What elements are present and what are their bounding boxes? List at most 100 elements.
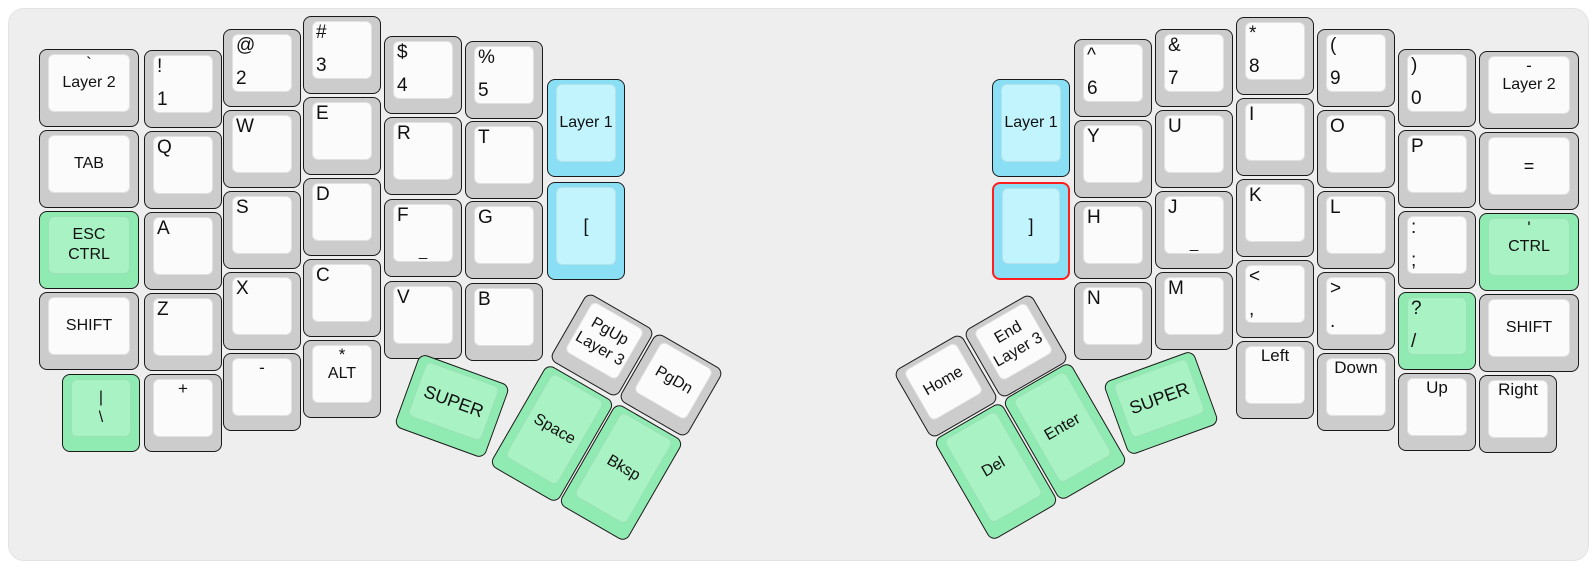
key-layer1-right[interactable]: Layer 1 bbox=[992, 79, 1070, 177]
key-left[interactable]: Left bbox=[1236, 341, 1314, 419]
key-x[interactable]: X bbox=[223, 272, 301, 350]
key-label-v-tl: V bbox=[397, 287, 410, 308]
key-label-left-tc: Left bbox=[1260, 346, 1290, 365]
key-rparen-0[interactable]: )0 bbox=[1398, 49, 1476, 127]
key-l[interactable]: L bbox=[1317, 191, 1395, 269]
keycap-top bbox=[1326, 34, 1386, 92]
key-r[interactable]: R bbox=[384, 117, 462, 195]
keycap-top bbox=[153, 298, 213, 356]
key-label-star-alt-tc: * bbox=[338, 345, 346, 364]
key-p[interactable]: P bbox=[1398, 130, 1476, 208]
keycap-top bbox=[1245, 265, 1305, 323]
key-label-amp-7-tl: & bbox=[1168, 35, 1181, 56]
key-dollar-4[interactable]: $4 bbox=[384, 36, 462, 114]
key-label-super-left-cl: SUPER bbox=[421, 381, 487, 422]
keycap-top bbox=[153, 379, 213, 437]
keycap-top bbox=[1488, 137, 1570, 195]
key-y[interactable]: Y bbox=[1074, 120, 1152, 198]
key-down[interactable]: Down bbox=[1317, 353, 1395, 431]
key-grave-layer2[interactable]: `Layer 2 bbox=[39, 49, 139, 127]
keycap-top bbox=[1407, 297, 1467, 355]
key-j[interactable]: J_ bbox=[1155, 191, 1233, 269]
key-equals[interactable]: = bbox=[1479, 132, 1579, 210]
key-u[interactable]: U bbox=[1155, 110, 1233, 188]
key-lbracket[interactable]: [ bbox=[547, 182, 625, 280]
key-label-c-tl: C bbox=[316, 265, 330, 286]
key-caret-6[interactable]: ^6 bbox=[1074, 39, 1152, 117]
key-label-hash-3-tl: # bbox=[316, 22, 327, 43]
key-at-2[interactable]: @2 bbox=[223, 29, 301, 107]
key-label-o-tl: O bbox=[1330, 116, 1345, 137]
key-colon-semicolon[interactable]: :; bbox=[1398, 211, 1476, 289]
keycap-top bbox=[48, 216, 130, 274]
key-label-h-tl: H bbox=[1087, 207, 1101, 228]
key-z[interactable]: Z bbox=[144, 293, 222, 371]
key-label-esc-ctrl-c: ESC CTRL bbox=[68, 226, 110, 263]
key-tab[interactable]: TAB bbox=[39, 130, 139, 208]
key-h[interactable]: H bbox=[1074, 201, 1152, 279]
key-label-z-tl: Z bbox=[157, 299, 169, 320]
key-d[interactable]: D bbox=[303, 178, 381, 256]
key-super-left[interactable]: SUPER bbox=[393, 352, 511, 460]
key-exclam-1[interactable]: !1 bbox=[144, 50, 222, 128]
keycap-top bbox=[1245, 103, 1305, 161]
key-star-8[interactable]: *8 bbox=[1236, 17, 1314, 95]
key-b[interactable]: B bbox=[465, 283, 543, 361]
keycap-top bbox=[556, 187, 616, 265]
key-label-d-tl: D bbox=[316, 184, 330, 205]
key-lparen-9[interactable]: (9 bbox=[1317, 29, 1395, 107]
key-m[interactable]: M bbox=[1155, 272, 1233, 350]
key-shift-left[interactable]: SHIFT bbox=[39, 292, 139, 370]
key-gt-period[interactable]: >. bbox=[1317, 272, 1395, 350]
key-a[interactable]: A bbox=[144, 212, 222, 290]
key-label-pgup-layer3-c: PgUp Layer 3 bbox=[572, 314, 632, 370]
key-i[interactable]: I bbox=[1236, 98, 1314, 176]
key-label-super-right-cl: SUPER bbox=[1126, 378, 1192, 419]
key-amp-7[interactable]: &7 bbox=[1155, 29, 1233, 107]
key-pipe-backslash[interactable]: | \ bbox=[62, 374, 140, 452]
key-c[interactable]: C bbox=[303, 259, 381, 337]
key-label-plus-tc: + bbox=[178, 379, 188, 398]
key-k[interactable]: K bbox=[1236, 179, 1314, 257]
key-question-slash[interactable]: ?/ bbox=[1398, 292, 1476, 370]
key-o[interactable]: O bbox=[1317, 110, 1395, 188]
key-star-alt[interactable]: *ALT bbox=[303, 340, 381, 418]
key-e[interactable]: E bbox=[303, 97, 381, 175]
key-layer1-left[interactable]: Layer 1 bbox=[547, 79, 625, 177]
key-label-percent-5-ml: 5 bbox=[478, 80, 489, 101]
key-plus[interactable]: + bbox=[144, 374, 222, 452]
key-label-rbracket-cl: ] bbox=[1028, 216, 1034, 236]
key-n[interactable]: N bbox=[1074, 282, 1152, 360]
key-shift-right[interactable]: SHIFT bbox=[1479, 294, 1579, 372]
key-quote-ctrl[interactable]: 'CTRL bbox=[1479, 213, 1579, 291]
key-minus-left[interactable]: - bbox=[223, 353, 301, 431]
key-lt-comma[interactable]: <, bbox=[1236, 260, 1314, 338]
keycap-top bbox=[153, 217, 213, 275]
keycap-top bbox=[1326, 358, 1386, 416]
key-s[interactable]: S bbox=[223, 191, 301, 269]
key-up[interactable]: Up bbox=[1398, 373, 1476, 451]
key-label-star-8-ml: 8 bbox=[1249, 56, 1260, 77]
key-minus-layer2[interactable]: -Layer 2 bbox=[1479, 51, 1579, 129]
key-hash-3[interactable]: #3 bbox=[303, 16, 381, 94]
key-percent-5[interactable]: %5 bbox=[465, 41, 543, 119]
keycap-top bbox=[1245, 184, 1305, 242]
key-super-right[interactable]: SUPER bbox=[1102, 349, 1220, 457]
key-t[interactable]: T bbox=[465, 121, 543, 199]
key-w[interactable]: W bbox=[223, 110, 301, 188]
keycap-top bbox=[393, 122, 453, 180]
key-label-i-tl: I bbox=[1249, 104, 1255, 125]
key-label-hash-3-ml: 3 bbox=[316, 55, 327, 76]
key-v[interactable]: V bbox=[384, 281, 462, 359]
key-label-caret-6-ml: 6 bbox=[1087, 78, 1098, 99]
key-g[interactable]: G bbox=[465, 201, 543, 279]
keycap-top bbox=[1083, 206, 1143, 264]
key-label-pipe-backslash-c: | \ bbox=[98, 389, 104, 426]
key-label-shift-left-c: SHIFT bbox=[65, 317, 113, 334]
key-f[interactable]: F_ bbox=[384, 199, 462, 277]
key-label-g-tl: G bbox=[478, 207, 493, 228]
key-rbracket[interactable]: ] bbox=[992, 182, 1070, 280]
key-right[interactable]: Right bbox=[1479, 375, 1557, 453]
key-esc-ctrl[interactable]: ESC CTRL bbox=[39, 211, 139, 289]
key-q[interactable]: Q bbox=[144, 131, 222, 209]
